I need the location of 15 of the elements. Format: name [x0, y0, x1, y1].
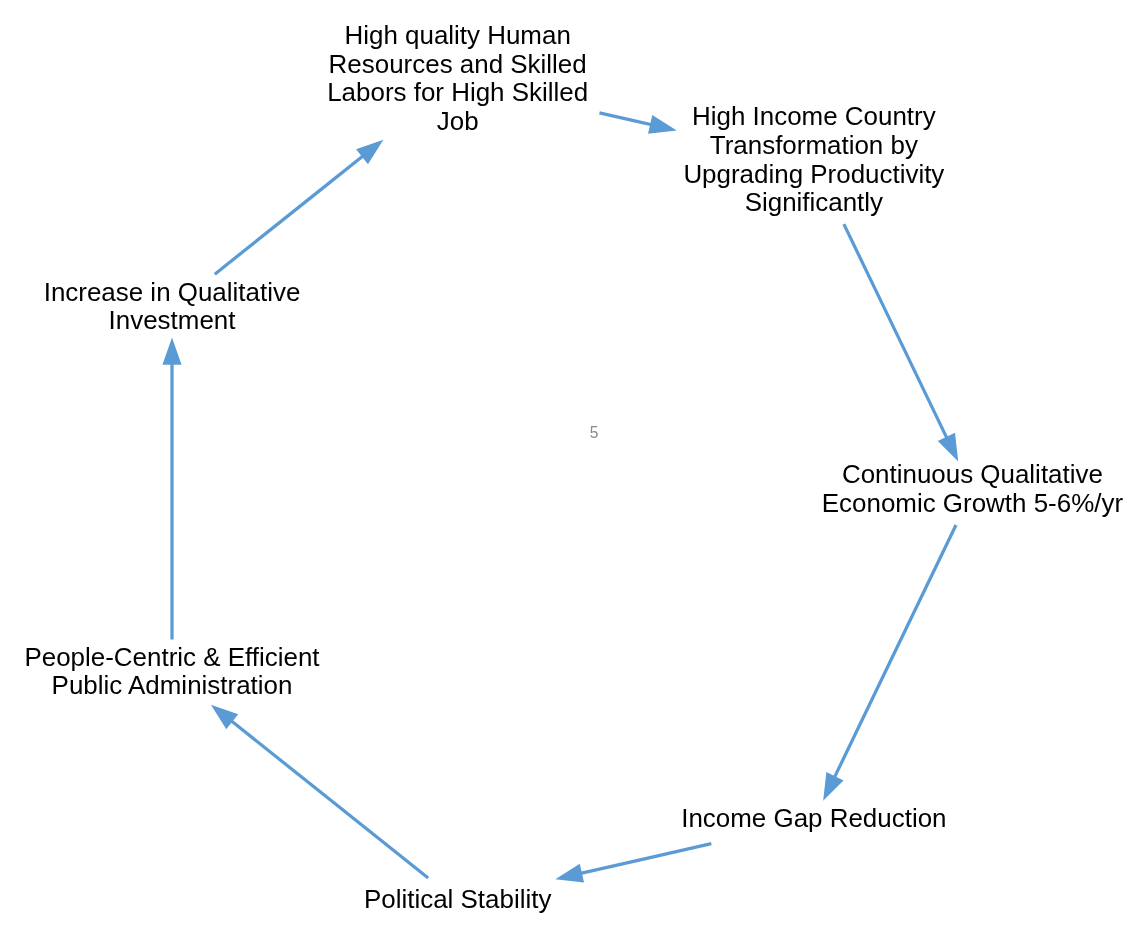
- arrow: [842, 223, 959, 462]
- node-text: Political Stability: [363, 884, 552, 913]
- label: 5: [589, 423, 599, 441]
- node-text: Continuous Qualitative Economic Growth 5-6%/yr: [821, 460, 1124, 517]
- node-text: High Income Country Transformation by Upgrading Productivity Significantly: [683, 102, 945, 217]
- arrow: [162, 337, 182, 640]
- node-text: Increase in Qualitative Investment: [43, 277, 301, 335]
- node-text: People-Centric & Efficient Public Administration: [24, 642, 320, 700]
- node-text: Income Gap Reduction: [681, 803, 947, 832]
- node-text: High quality Human Resources and Skilled Labors for High Skilled Job: [327, 21, 589, 135]
- arrow: [823, 524, 958, 801]
- arrow: [210, 704, 430, 880]
- arrow: [599, 111, 677, 134]
- arrow: [213, 139, 384, 276]
- arrow: [555, 841, 712, 883]
